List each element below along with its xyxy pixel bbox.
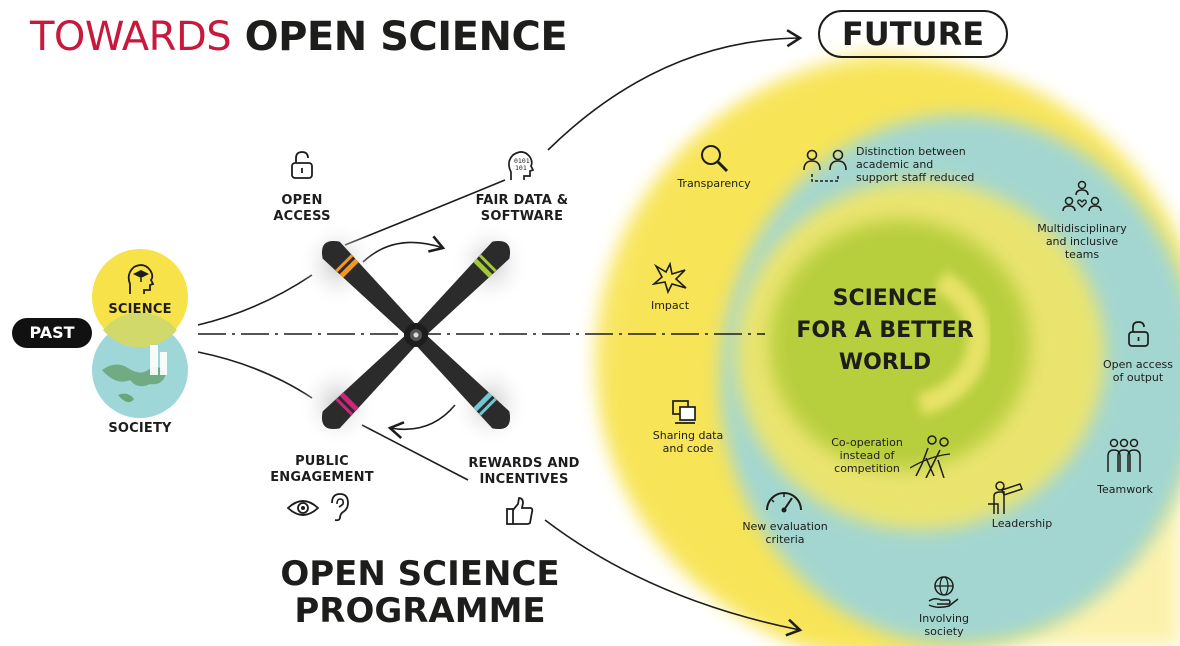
- transparency-label: Transparency: [677, 177, 751, 190]
- public-engagement-label: PUBLIC ENGAGEMENT: [262, 454, 382, 485]
- distinction-line-3: support staff reduced: [856, 171, 975, 185]
- fair-data-line-2: SOFTWARE: [480, 208, 564, 224]
- connector-lines: [197, 29, 803, 637]
- programme-line-1: OPEN SCIENCE: [280, 554, 560, 594]
- svg-text:0101: 0101: [514, 157, 530, 165]
- globe-hand-icon: [928, 576, 959, 609]
- involving-label: Involving society: [905, 612, 983, 638]
- science-society-circles: [92, 249, 188, 418]
- open-access-label: OPEN ACCESS: [262, 193, 342, 224]
- network-people-icon: [1062, 180, 1102, 212]
- multidisciplinary-label: Multidisciplinary and inclusive teams: [1030, 222, 1134, 262]
- distinction-line-2: academic and: [856, 158, 934, 172]
- fair-data-line-1: FAIR DATA &: [475, 193, 569, 208]
- sharing-line-2: and code: [662, 442, 714, 456]
- propeller: [298, 220, 530, 448]
- graduation-head-icon: [127, 264, 155, 294]
- evaluation-label: New evaluation criteria: [730, 520, 840, 546]
- distinction-label: Distinction between academic and support…: [856, 145, 986, 185]
- explosion-icon: [652, 262, 687, 294]
- impact-label: Impact: [650, 299, 690, 312]
- multidisciplinary-line-3: teams: [1064, 248, 1100, 262]
- open-access-output-line-1: Open access: [1103, 358, 1173, 371]
- tug-of-war-icon: [910, 435, 951, 478]
- binary-head-icon: 0101 101: [508, 151, 535, 180]
- center-line-1: SCIENCE: [832, 286, 938, 311]
- ear-icon: [331, 493, 349, 522]
- group-icon: [1107, 438, 1141, 472]
- sharing-line-1: Sharing data: [652, 429, 724, 442]
- center-line-2: FOR A BETTER: [796, 317, 974, 343]
- cooperation-line-1: Co-operation: [831, 436, 903, 449]
- science-label: SCIENCE: [108, 302, 172, 317]
- evaluation-line-2: criteria: [765, 533, 805, 547]
- society-label: SOCIETY: [108, 421, 172, 436]
- open-access-output-label: Open access of output: [1096, 358, 1180, 384]
- sharing-label: Sharing data and code: [650, 429, 726, 455]
- fair-data-label: FAIR DATA & SOFTWARE: [463, 193, 581, 224]
- evaluation-line-1: New evaluation: [742, 520, 828, 533]
- documents-icon: [672, 400, 696, 424]
- programme-line-2: PROGRAMME: [294, 591, 546, 632]
- magnifier-icon: [701, 145, 729, 173]
- teamwork-label: Teamwork: [1097, 483, 1153, 496]
- center-label: SCIENCE FOR A BETTER WORLD: [775, 283, 995, 379]
- public-engagement-line-2: ENGAGEMENT: [270, 469, 374, 485]
- past-label: PAST: [12, 318, 92, 348]
- future-label: FUTURE: [818, 10, 1008, 58]
- eye-icon: [286, 500, 320, 516]
- programme-label: OPEN SCIENCE PROGRAMME: [250, 554, 590, 632]
- cooperation-line-2: instead of: [839, 449, 895, 463]
- rewards-line-1: REWARDS AND: [468, 456, 580, 471]
- svg-text:101: 101: [515, 164, 527, 172]
- public-engagement-line-1: PUBLIC: [295, 454, 349, 469]
- cooperation-label: Co-operation instead of competition: [824, 436, 910, 476]
- telescope-person-icon: [988, 481, 1023, 514]
- leadership-label: Leadership: [991, 517, 1053, 530]
- open-access-line-2: ACCESS: [273, 208, 331, 224]
- cooperation-line-3: competition: [834, 462, 900, 476]
- open-access-line-1: OPEN: [281, 193, 323, 208]
- rewards-line-2: INCENTIVES: [479, 471, 569, 487]
- title-part-1: TOWARDS: [30, 14, 232, 60]
- rewards-label: REWARDS AND INCENTIVES: [460, 456, 588, 487]
- spiral-background: [595, 50, 1180, 646]
- padlock-icon: [1128, 321, 1149, 347]
- page-title: TOWARDS OPEN SCIENCE: [30, 14, 568, 60]
- title-part-2: OPEN SCIENCE: [244, 14, 568, 60]
- gauge-icon: [766, 492, 802, 513]
- distinction-line-1: Distinction between: [856, 145, 966, 158]
- multidisciplinary-line-1: Multidisciplinary: [1037, 222, 1127, 235]
- people-exchange-icon: [803, 149, 847, 182]
- involving-line-2: society: [924, 625, 964, 639]
- involving-line-1: Involving: [918, 612, 970, 625]
- thumbs-up-icon: [506, 497, 534, 525]
- lock-open-icon: [291, 151, 313, 179]
- center-line-3: WORLD: [838, 349, 932, 375]
- open-access-output-line-2: of output: [1112, 371, 1164, 385]
- multidisciplinary-line-2: and inclusive: [1045, 235, 1119, 249]
